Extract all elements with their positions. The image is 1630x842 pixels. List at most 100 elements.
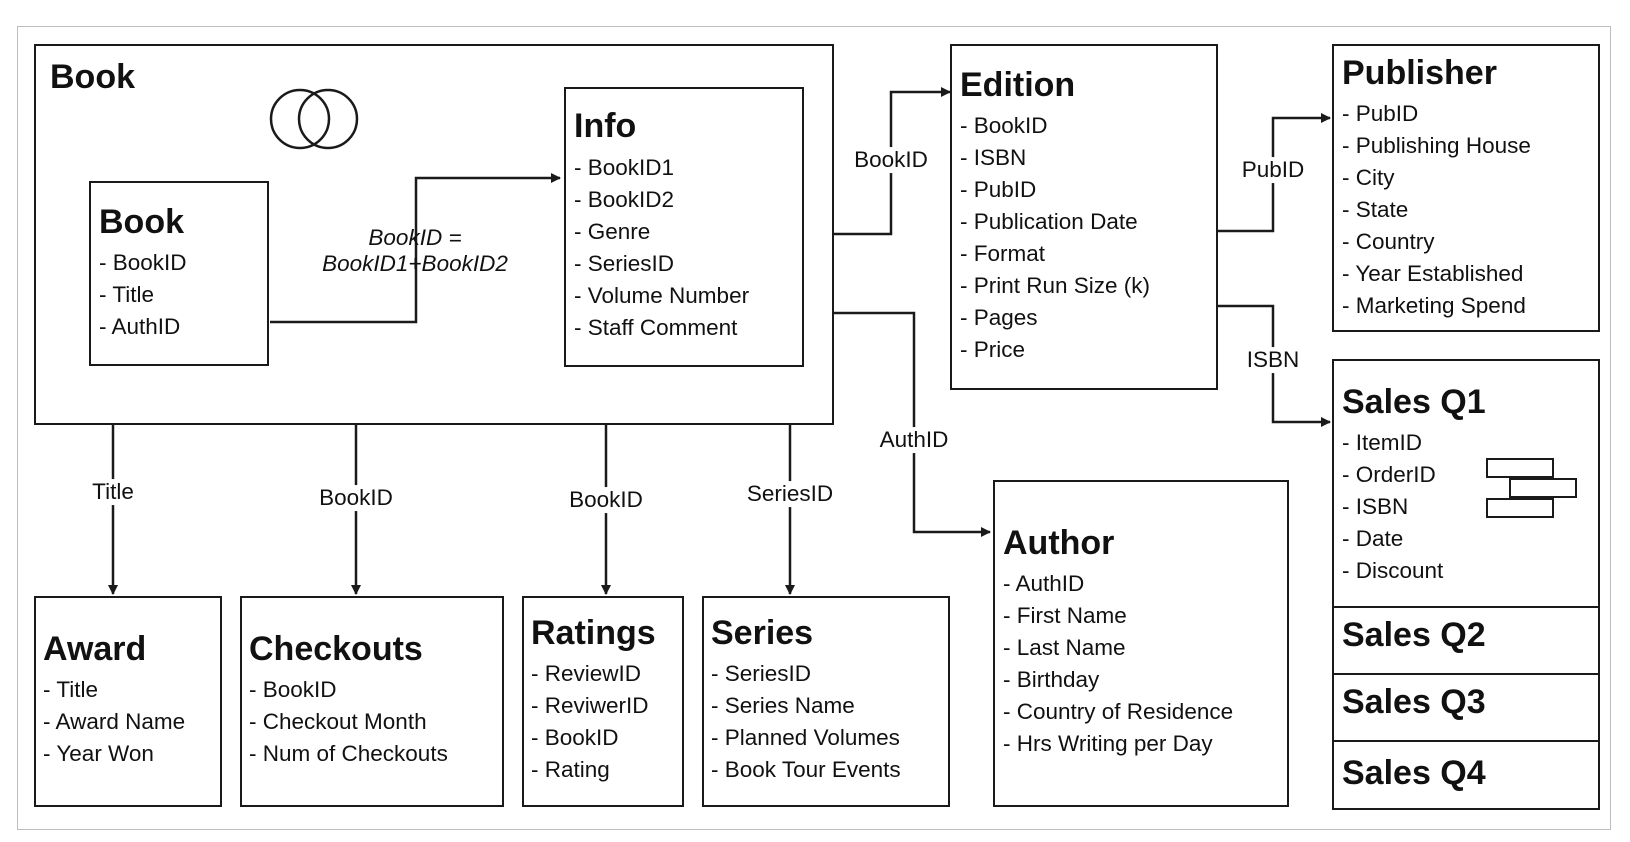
field: Date [1342,523,1443,555]
field: SeriesID [574,248,749,280]
field: Price [960,334,1150,366]
field: BookID2 [574,184,749,216]
field: Hrs Writing per Day [1003,728,1233,760]
field: Year Established [1342,258,1531,290]
table-title: Checkouts [249,630,423,668]
table-author: Author AuthID First Name Last Name Birth… [993,480,1289,807]
field: PubID [960,174,1150,206]
connector-label-bookid: BookID [851,147,931,173]
table-checkouts: Checkouts BookID Checkout Month Num of C… [240,596,504,807]
table-series: Series SeriesID Series Name Planned Volu… [702,596,950,807]
label-line: BookID1+BookID2 [322,251,508,276]
table-title: Info [574,107,637,145]
table-title: Series [711,614,814,652]
field: BookID [99,247,187,279]
field-list: BookID ISBN PubID Publication Date Forma… [960,110,1150,366]
field: PubID [1342,98,1531,130]
table-sales-q4: Sales Q4 [1332,740,1600,810]
field-list: ReviewID ReviwerID BookID Rating [531,658,649,786]
field: ISBN [960,142,1150,174]
field: Title [99,279,187,311]
field-list: ItemID OrderID ISBN Date Discount [1342,427,1444,587]
table-title: Award [43,630,147,668]
field: State [1342,194,1531,226]
arrow-book-info [270,173,561,324]
field: Series Name [711,690,901,722]
field: Format [960,238,1150,270]
field: BookID [960,110,1150,142]
field-list: BookID Checkout Month Num of Checkouts [249,674,448,770]
connector-label-authid: AuthID [876,427,952,453]
field: Genre [574,216,749,248]
field: Last Name [1003,632,1233,664]
table-title: Author [1003,524,1115,562]
field: Country of Residence [1003,696,1233,728]
field: AuthID [99,311,187,343]
field: Birthday [1003,664,1233,696]
table-book: Book BookID Title AuthID [89,181,269,366]
connector-label-title: Title [89,479,137,505]
table-sales-q1: Sales Q1 ItemID OrderID ISBN Date Discou… [1332,359,1600,609]
field: Publication Date [960,206,1150,238]
label-line: BookID = [368,225,462,251]
connector-label-bookid: BookID [316,485,396,511]
field: Pages [960,302,1150,334]
field-list: BookID1 BookID2 Genre SeriesID Volume Nu… [574,152,749,344]
field: Staff Comment [574,312,749,344]
field: ISBN [1342,491,1443,523]
field: Rating [531,754,649,786]
field: Num of Checkouts [249,738,448,770]
field: Year Won [43,738,185,770]
field: Checkout Month [249,706,448,738]
field: Publishing House [1342,130,1531,162]
connector-label-seriesid: SeriesID [743,481,837,507]
table-publisher: Publisher PubID Publishing House City St… [1332,44,1600,332]
table-title: Book [50,58,135,96]
table-title: Publisher [1342,54,1497,92]
arrow-to-author [833,311,991,537]
field: AuthID [1003,568,1233,600]
field-list: PubID Publishing House City State Countr… [1342,98,1531,322]
table-title: Ratings [531,614,656,652]
field: SeriesID [711,658,901,690]
field: Marketing Spend [1342,290,1531,322]
field: ReviwerID [531,690,649,722]
field: Award Name [43,706,186,738]
table-ratings: Ratings ReviewID ReviwerID BookID Rating [522,596,684,807]
field: OrderID [1342,459,1443,491]
table-title: Book [99,203,184,241]
connector-label-pubid: PubID [1238,157,1308,183]
field-list: Title Award Name Year Won [43,674,186,770]
connector-label-book-info: BookID = BookID1+BookID2 [319,225,511,277]
field: Volume Number [574,280,749,312]
field: Print Run Size (k) [960,270,1150,302]
field: City [1342,162,1531,194]
field: Book Tour Events [711,754,901,786]
field: Title [43,674,185,706]
table-edition: Edition BookID ISBN PubID Publication Da… [950,44,1218,390]
partition-bricks-icon [1486,458,1577,518]
field: ItemID [1342,427,1443,459]
connector-label-bookid: BookID [566,487,646,513]
field-list: SeriesID Series Name Planned Volumes Boo… [711,658,901,786]
field-list: AuthID First Name Last Name Birthday Cou… [1003,568,1234,760]
table-title: Sales Q1 [1342,383,1486,421]
field: BookID [249,674,448,706]
join-venn-icon [269,88,359,150]
field: Planned Volumes [711,722,901,754]
table-book-outer: Book [34,44,834,425]
field: Country [1342,226,1531,258]
table-title: Sales Q4 [1342,754,1486,792]
table-sales-q2: Sales Q2 [1332,606,1600,676]
table-award: Award Title Award Name Year Won [34,596,222,807]
field: Discount [1342,555,1444,587]
field: ReviewID [531,658,649,690]
table-title: Edition [960,66,1076,104]
field: BookID1 [574,152,749,184]
table-sales-q3: Sales Q3 [1332,673,1600,743]
field: First Name [1003,600,1233,632]
table-info: Info BookID1 BookID2 Genre SeriesID Volu… [564,87,804,367]
connector-label-isbn: ISBN [1243,347,1303,373]
table-title: Sales Q3 [1342,683,1486,721]
